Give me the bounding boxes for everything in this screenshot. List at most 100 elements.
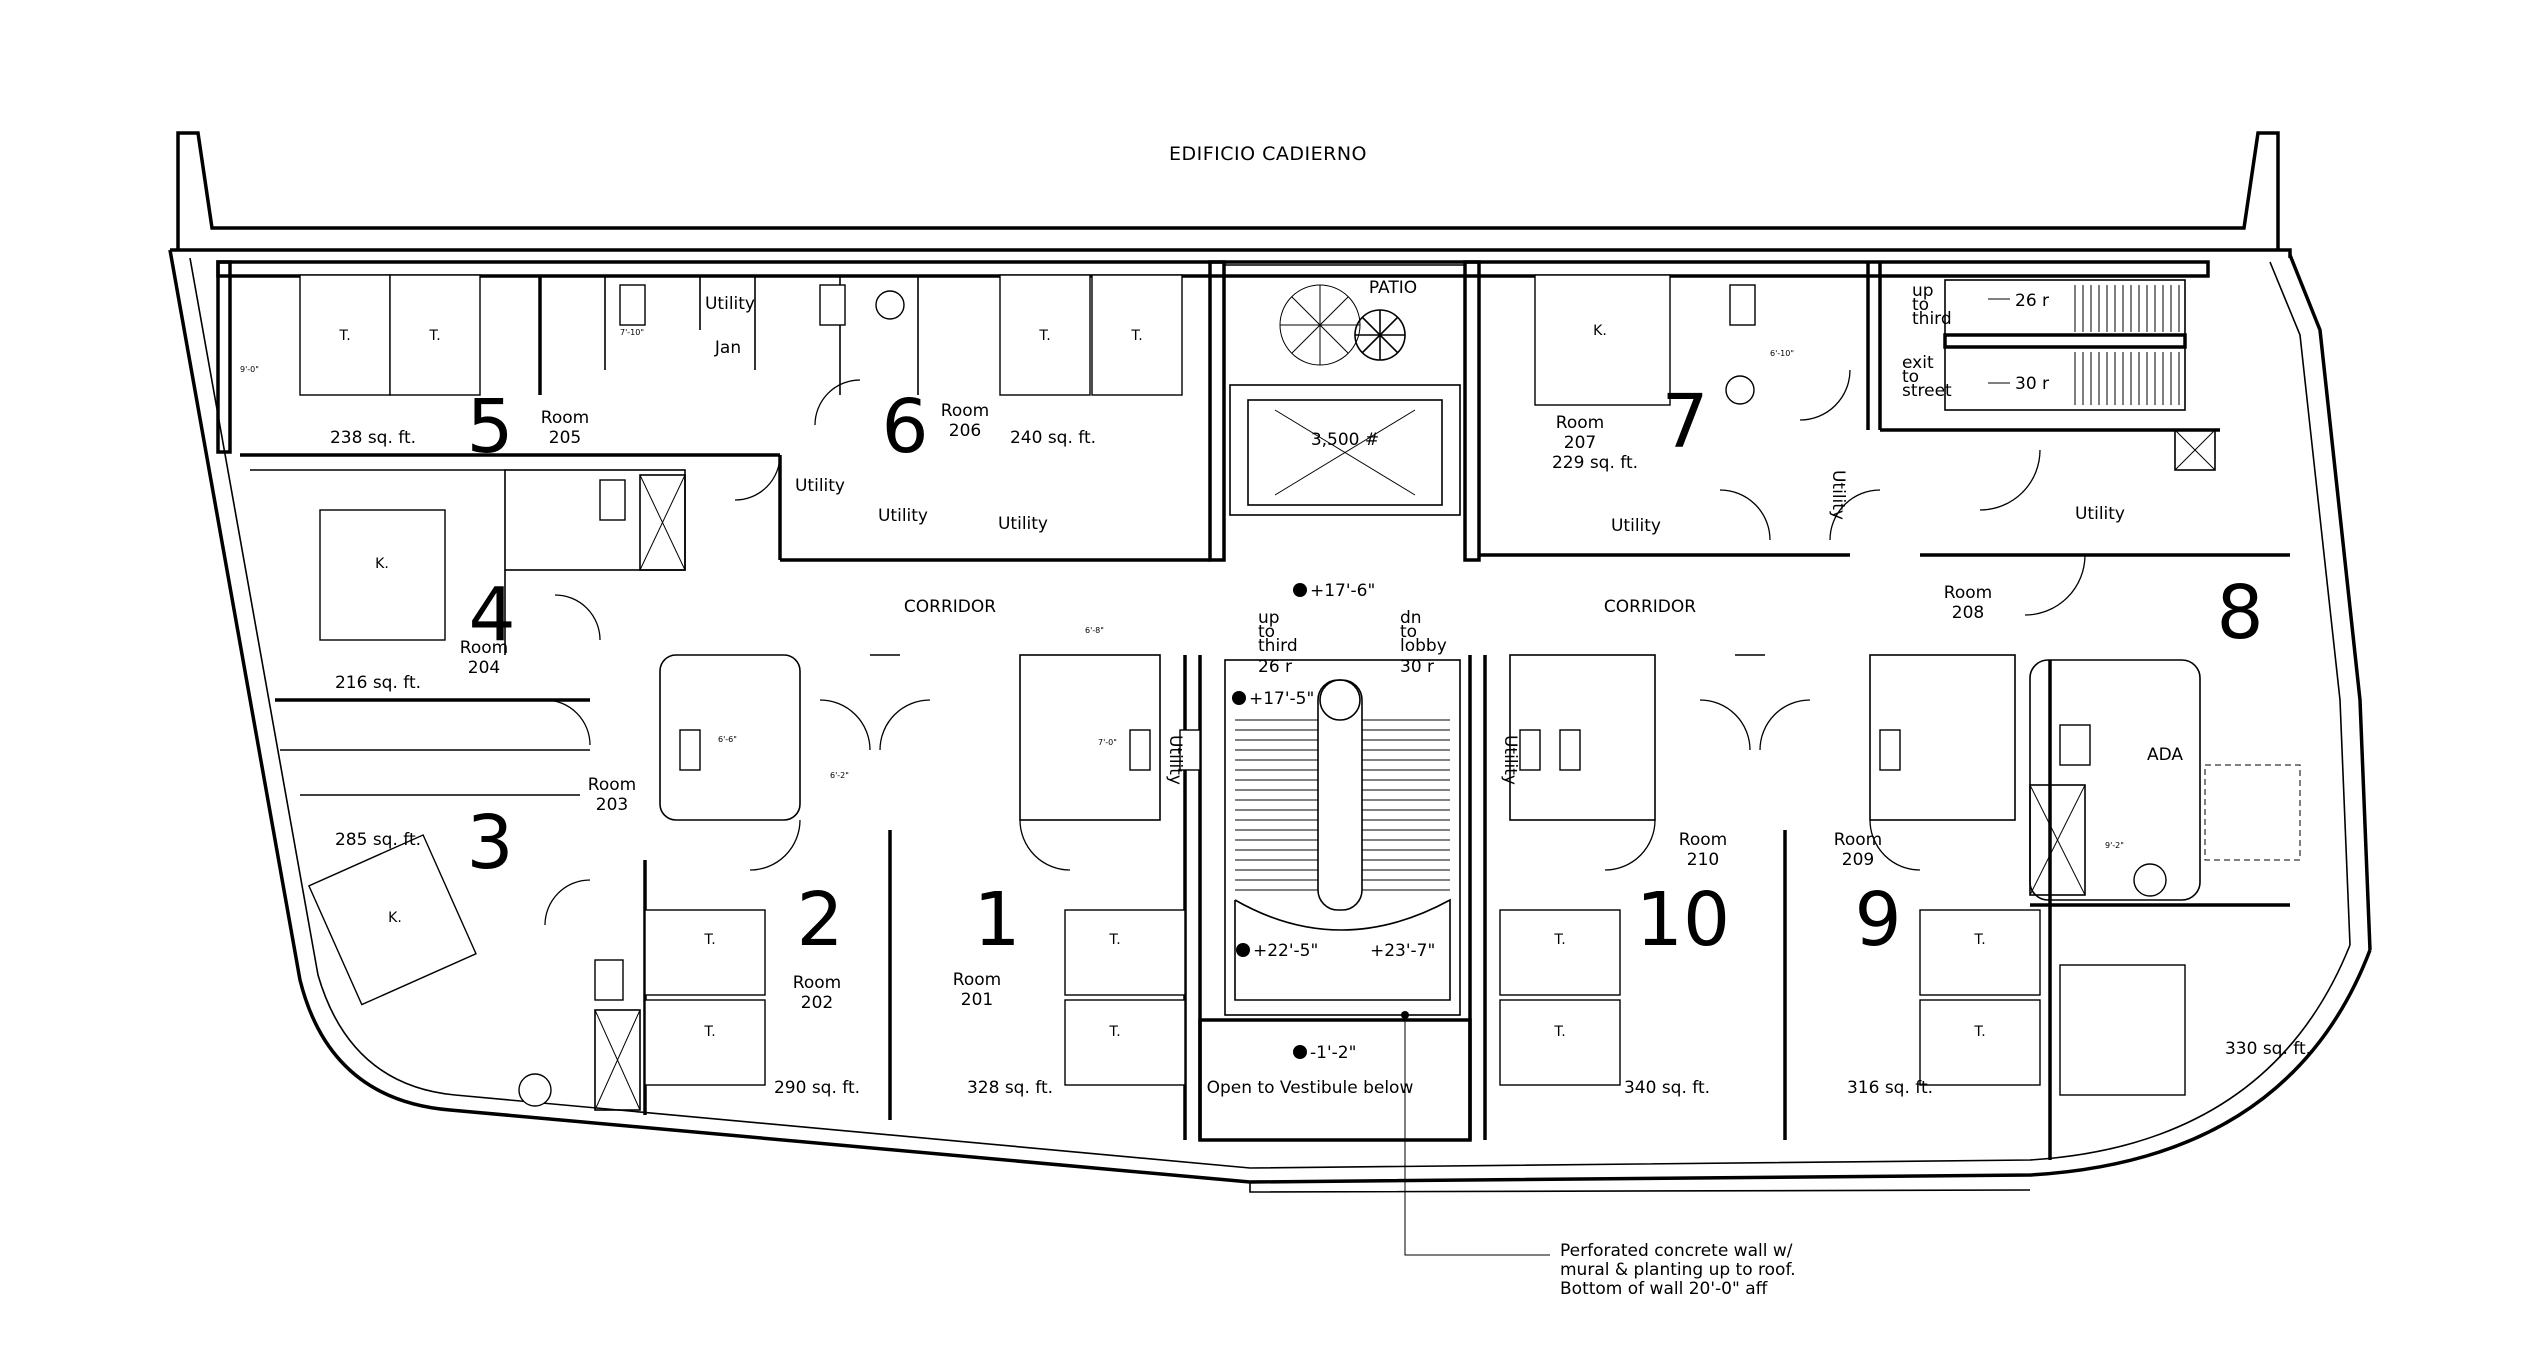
beds: [299, 274, 2186, 1096]
north-stair: [1943, 279, 2216, 471]
stair-note: up: [1258, 608, 1280, 628]
bed-label: T.: [1108, 1024, 1120, 1040]
bed-label: T.: [1130, 328, 1142, 344]
note-leader: [1404, 1015, 1550, 1256]
stair-risers: 26 r: [1258, 657, 1292, 677]
corridor-label: CORRIDOR: [904, 597, 996, 617]
elevation-value: +17'-5": [1249, 689, 1314, 709]
dimension-value: 7'-10": [620, 328, 644, 337]
space-labels: CORRIDOR CORRIDOR Utility Jan Utility Ut…: [705, 278, 2183, 1098]
room-area: 328 sq. ft.: [967, 1078, 1053, 1098]
room-label: Room: [941, 401, 989, 421]
utility-label: Utility: [1500, 735, 1520, 785]
room-area: 216 sq. ft.: [335, 673, 421, 693]
utility-label: Utility: [1165, 735, 1185, 785]
room-number: 8: [2216, 570, 2263, 656]
room-label: Room: [541, 408, 589, 428]
stair-note: third: [1912, 309, 1952, 329]
room-label: Room: [953, 970, 1001, 990]
utility-label: Utility: [878, 506, 928, 526]
dimension-value: 9'-0": [240, 365, 259, 374]
jan-label: Jan: [714, 338, 741, 358]
room-area: 285 sq. ft.: [335, 830, 421, 850]
dimension-value: 6'-2": [830, 771, 849, 780]
room-id: 205: [549, 428, 581, 448]
dimension-value: 6'-10": [1770, 349, 1794, 358]
room-id: 203: [596, 795, 628, 815]
room-area: 330 sq. ft.: [2225, 1039, 2311, 1059]
stair-note: to: [1912, 295, 1929, 315]
room-number: 10: [1636, 877, 1730, 963]
patio-tree: [1279, 284, 1406, 366]
room-id: 208: [1952, 603, 1984, 623]
dimension-labels: 7'-10" 9'-0" 6'-6" 6'-2" 6'-8" 7'-0" 6'-…: [240, 328, 2124, 850]
bed-labels: T. T. T. T. T. T. T. T. T. T. T. T. K. K…: [338, 323, 1985, 1040]
room-number: 6: [881, 384, 928, 470]
utility-label: Utility: [1611, 516, 1661, 536]
room-label: Room: [793, 973, 841, 993]
dimension-value: 6'-8": [1085, 626, 1104, 635]
room-number: 7: [1661, 379, 1708, 465]
room-number: 3: [466, 800, 513, 886]
king-bed-label: K.: [375, 556, 389, 572]
bed-label: T.: [1553, 1024, 1565, 1040]
dimension-value: 7'-0": [1098, 738, 1117, 747]
utility-label: Utility: [705, 294, 755, 314]
room-id: 204: [468, 658, 500, 678]
note-line: mural & planting up to roof.: [1560, 1260, 1796, 1280]
bed-label: T.: [703, 1024, 715, 1040]
room-label: Room: [1944, 583, 1992, 603]
note-leader-dot: [1401, 1011, 1409, 1019]
room-label: Room: [1679, 830, 1727, 850]
wall-note: Perforated concrete wall w/ mural & plan…: [1560, 1241, 1796, 1299]
utility-label: Utility: [795, 476, 845, 496]
neighbor-building: [176, 131, 2280, 250]
stair-note: up: [1912, 281, 1934, 301]
elevation-value: +23'-7": [1370, 941, 1435, 961]
room-label: Room: [1556, 413, 1604, 433]
note-line: Bottom of wall 20'-0" aff: [1560, 1279, 1769, 1299]
corridor-label: CORRIDOR: [1604, 597, 1696, 617]
stair-note: to: [1400, 622, 1417, 642]
room-number: 5: [466, 384, 513, 470]
room-id: 202: [801, 993, 833, 1013]
room-area: 340 sq. ft.: [1624, 1078, 1710, 1098]
elevation-value: +22'-5": [1253, 941, 1318, 961]
bed-label: T.: [1973, 932, 1985, 948]
room-label: Room: [588, 775, 636, 795]
dimension-value: 9'-2": [2105, 841, 2124, 850]
room-id: 206: [949, 421, 981, 441]
ada-label: ADA: [2147, 745, 2183, 765]
exterior-wall: [168, 248, 2372, 1193]
room-id: 209: [1842, 850, 1874, 870]
king-bed-label: K.: [388, 910, 402, 926]
room-id: 201: [961, 990, 993, 1010]
room-area: 290 sq. ft.: [774, 1078, 860, 1098]
elevation-labels: +17'-6" +17'-5" +22'-5" +23'-7" -1'-2": [1249, 581, 1435, 1063]
room-area: 229 sq. ft.: [1552, 453, 1638, 473]
elevation-value: -1'-2": [1310, 1043, 1356, 1063]
bed-label: T.: [338, 328, 350, 344]
room-area: 238 sq. ft.: [330, 428, 416, 448]
neighbor-building-label: EDIFICIO CADIERNO: [1169, 143, 1367, 165]
stair-note: to: [1258, 622, 1275, 642]
vestibule-label: Open to Vestibule below: [1207, 1078, 1414, 1098]
stair-note: third: [1258, 636, 1298, 656]
bed-label: T.: [1553, 932, 1565, 948]
stair-risers: 30 r: [1400, 657, 1434, 677]
stair-note: dn: [1400, 608, 1422, 628]
main-stair: [1224, 659, 1461, 1016]
utility-label: Utility: [1828, 470, 1848, 520]
elevation-markers: [1232, 583, 1307, 1059]
stair-note: to: [1902, 367, 1919, 387]
room-number: 9: [1854, 877, 1901, 963]
room-label: Room: [1834, 830, 1882, 850]
bed-label: T.: [1108, 932, 1120, 948]
stair-labels: up to third 26 r exit to street 30 r up …: [1258, 281, 2049, 677]
bed-label: T.: [1038, 328, 1050, 344]
room-number: 1: [973, 877, 1020, 963]
stair-risers: 26 r: [2015, 291, 2049, 311]
interior-walls: [216, 260, 2290, 1160]
stair-risers: 30 r: [2015, 374, 2049, 394]
